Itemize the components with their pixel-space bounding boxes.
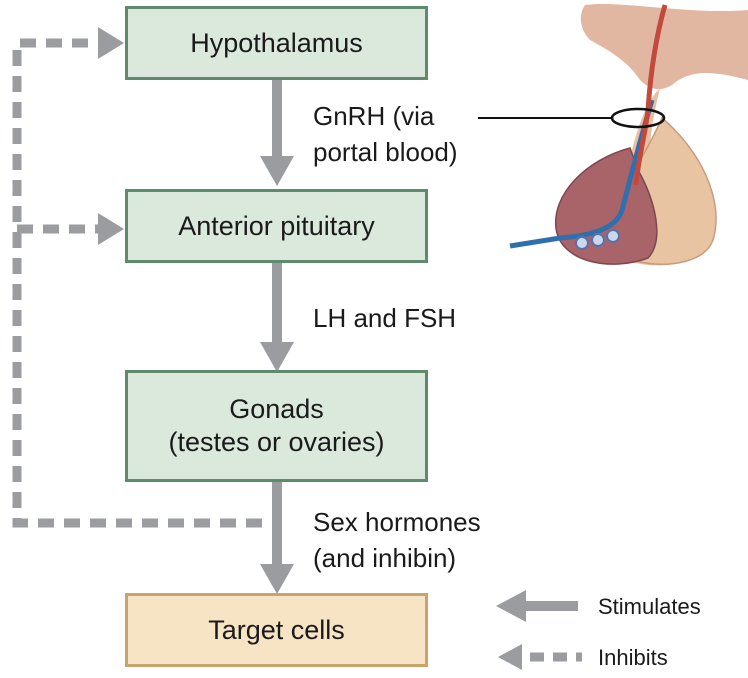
legend-stimulates-arrow: [496, 590, 578, 622]
gonads-label-line2: (testes or ovaries): [168, 427, 385, 457]
stimulate-arrow-gonads-to-target: [260, 482, 294, 594]
inhibit-arrowhead-pituitary: [98, 213, 124, 245]
pituitary-illustration: [509, 3, 748, 266]
sex-hormones-label-line2: (and inhibin): [313, 543, 457, 573]
hypothalamus-label: Hypothalamus: [190, 27, 363, 58]
legend-inhibits-arrow: [498, 644, 582, 670]
gnrh-label-line2: portal blood): [313, 137, 458, 167]
stimulate-arrow-hypothalamus-to-pituitary: [260, 80, 294, 186]
legend-stimulates-label: Stimulates: [598, 594, 701, 619]
gnrh-label-line1: GnRH (via: [313, 101, 435, 131]
gonads-box: Gonads (testes or ovaries): [125, 370, 428, 482]
lh-fsh-label: LH and FSH: [313, 303, 457, 333]
inhibit-arrowhead-hypothalamus: [98, 27, 124, 59]
target-cells-box: Target cells: [125, 593, 428, 667]
anterior-pituitary-label: Anterior pituitary: [178, 210, 375, 241]
anterior-pituitary-box: Anterior pituitary: [125, 189, 428, 263]
stimulate-arrow-pituitary-to-gonads: [260, 262, 294, 372]
inhibit-feedback-path: [12, 38, 262, 528]
sex-hormones-label-line1: Sex hormones: [313, 507, 481, 537]
target-cells-label: Target cells: [208, 614, 345, 645]
gonads-label-line1: Gonads: [229, 394, 324, 424]
portal-vessel-marker: [610, 107, 666, 129]
hypothalamus-box: Hypothalamus: [125, 6, 428, 80]
legend-inhibits-label: Inhibits: [598, 645, 668, 670]
